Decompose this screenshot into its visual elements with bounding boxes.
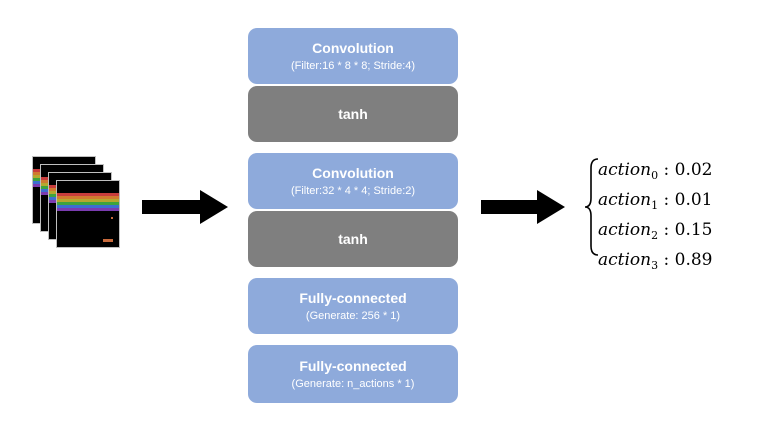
input-frame-4 xyxy=(56,180,120,248)
fc-layer-1: Fully-connected (Generate: 256 * 1) xyxy=(248,278,458,334)
action-row: action0 : 0.02 xyxy=(598,158,713,188)
layer-title: tanh xyxy=(338,230,368,247)
layer-params: (Filter:32 * 4 * 4; Stride:2) xyxy=(290,184,416,197)
conv-layer-2: Convolution (Filter:32 * 4 * 4; Stride:2… xyxy=(248,153,458,209)
input-arrow xyxy=(142,190,228,224)
action-name: action xyxy=(598,190,652,210)
action-index: 2 xyxy=(651,229,659,242)
action-name: action xyxy=(598,220,652,240)
output-brace xyxy=(584,158,599,256)
action-value: : 0.89 xyxy=(663,250,713,270)
tanh-layer-1: tanh xyxy=(248,86,458,142)
action-index: 1 xyxy=(651,199,659,212)
layer-params: (Generate: 256 * 1) xyxy=(305,309,401,322)
action-row: action3 : 0.89 xyxy=(598,248,713,278)
action-value: : 0.02 xyxy=(663,160,713,180)
action-row: action2 : 0.15 xyxy=(598,218,713,248)
action-value: : 0.01 xyxy=(663,190,713,210)
layer-title: Fully-connected xyxy=(299,289,407,306)
layer-title: Convolution xyxy=(312,39,394,56)
fc-layer-2: Fully-connected (Generate: n_actions * 1… xyxy=(248,345,458,403)
action-name: action xyxy=(598,160,652,180)
action-index: 3 xyxy=(651,259,659,272)
action-values: action0 : 0.02 action1 : 0.01 action2 : … xyxy=(598,158,713,278)
layer-params: (Filter:16 * 8 * 8; Stride:4) xyxy=(290,59,416,72)
action-value: : 0.15 xyxy=(663,220,713,240)
layer-title: Fully-connected xyxy=(299,357,407,374)
layer-title: tanh xyxy=(338,105,368,122)
output-arrow xyxy=(481,190,565,224)
action-row: action1 : 0.01 xyxy=(598,188,713,218)
tanh-layer-2: tanh xyxy=(248,211,458,267)
conv-layer-1: Convolution (Filter:16 * 8 * 8; Stride:4… xyxy=(248,28,458,84)
layer-params: (Generate: n_actions * 1) xyxy=(291,377,415,390)
action-name: action xyxy=(598,250,652,270)
action-index: 0 xyxy=(651,169,659,182)
layer-title: Convolution xyxy=(312,164,394,181)
